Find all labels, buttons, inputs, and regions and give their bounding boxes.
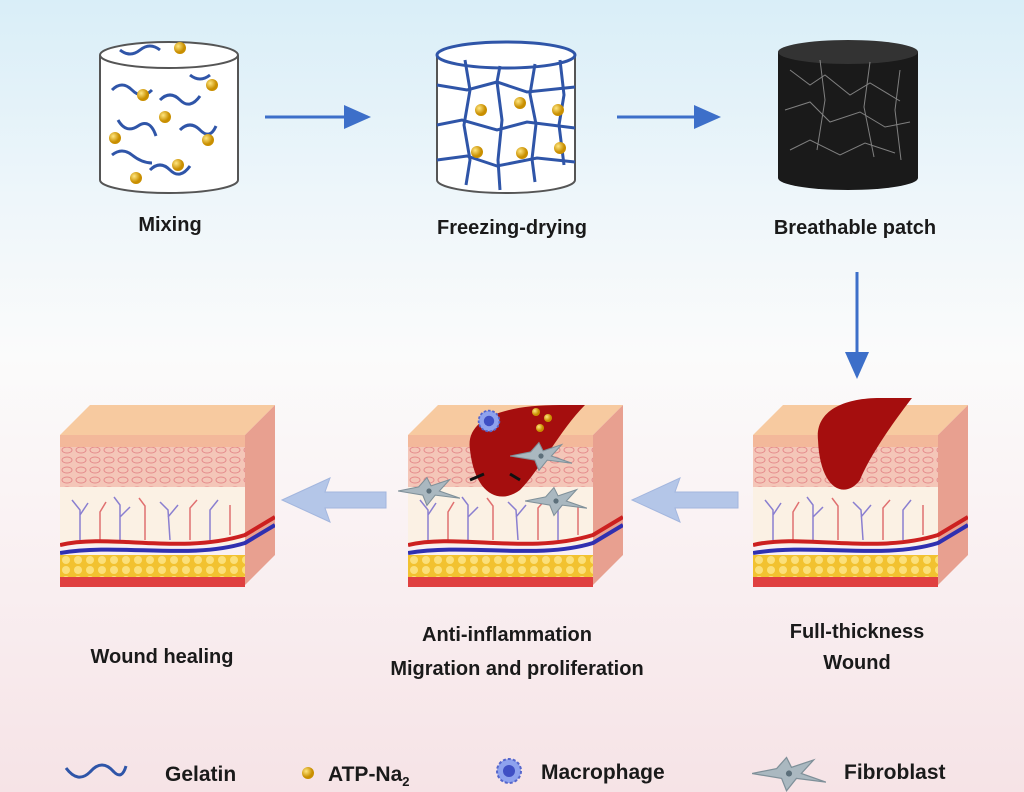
gelatin-chains [110,44,218,176]
freeze-dried-cylinder [435,40,577,194]
label-migration-proliferation: Migration and proliferation [390,658,643,680]
legend: Gelatin ATP-Na2 Macrophage Fibroblast [64,756,946,792]
legend-macrophage: Macrophage [541,761,665,784]
wound-area [469,405,585,497]
skin-full-thickness-wound [753,398,968,589]
breathable-patch [778,40,918,190]
atp-dots [471,97,566,159]
gelatin-icon [64,763,128,779]
label-wound-healing: Wound healing [91,646,234,668]
label-full-thickness: Full-thickness [790,621,924,643]
atp-dots [109,42,218,184]
arrow-left-2 [630,477,739,523]
skin-wound-healed [60,405,275,589]
macrophage-icon [496,758,522,784]
skin-anti-inflammation [398,405,623,589]
label-freezing-drying: Freezing-drying [437,217,587,239]
label-anti-inflammation: Anti-inflammation [422,624,592,646]
macrophage-icon [477,409,501,433]
fibroblast-icon [752,756,826,792]
legend-atp: ATP-Na2 [328,763,410,789]
wound-area [817,398,912,490]
mixing-cylinder [99,41,239,194]
legend-gelatin: Gelatin [165,763,236,786]
arrow-left-1 [280,477,387,523]
label-breathable-patch: Breathable patch [774,217,936,239]
atp-icon [302,767,314,779]
label-wound: Wound [823,652,890,674]
legend-fibroblast: Fibroblast [844,761,946,784]
label-mixing: Mixing [138,214,201,236]
